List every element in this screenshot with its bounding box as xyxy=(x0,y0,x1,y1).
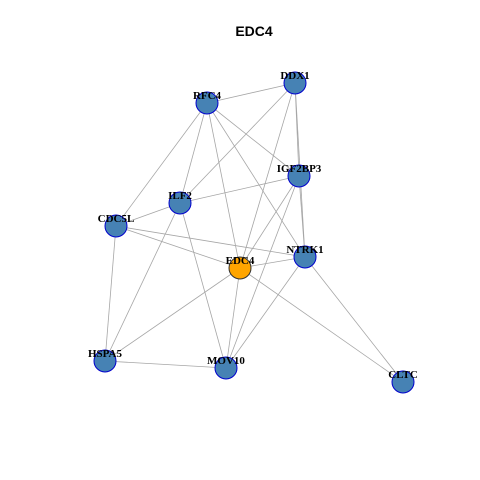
node-label-mov10: MOV10 xyxy=(207,355,245,367)
edge-ddx1-edc4 xyxy=(239,82,296,269)
node-rfc4 xyxy=(195,91,219,115)
edge-rfc4-edc4 xyxy=(206,102,241,269)
node-label-hspa5: HSPA5 xyxy=(88,348,123,360)
edge-ntrk1-cltc xyxy=(304,256,404,383)
node-label-ilf2: ILF2 xyxy=(168,190,192,202)
node-label-cdc5l: CDC5L xyxy=(98,213,135,225)
edge-edc4-mov10 xyxy=(225,267,241,369)
edge-igf2bp3-mov10 xyxy=(225,175,300,369)
edge-cdc5l-hspa5 xyxy=(104,225,117,362)
edge-edc4-hspa5 xyxy=(104,267,241,362)
node-ilf2 xyxy=(168,191,192,215)
node-label-edc4: EDC4 xyxy=(226,255,255,267)
node-label-cltc: CLTC xyxy=(388,369,418,381)
edge-hspa5-mov10 xyxy=(104,360,227,369)
node-ddx1 xyxy=(283,71,307,95)
edge-ilf2-mov10 xyxy=(179,202,227,369)
node-igf2bp3 xyxy=(287,164,311,188)
node-mov10 xyxy=(214,356,238,380)
edge-rfc4-ddx1 xyxy=(206,82,296,104)
edge-ilf2-hspa5 xyxy=(104,202,181,362)
edge-layer xyxy=(104,82,404,383)
node-label-igf2bp3: IGF2BP3 xyxy=(277,163,322,175)
node-label-ddx1: DDX1 xyxy=(280,70,309,82)
node-layer xyxy=(93,71,415,394)
edge-rfc4-ilf2 xyxy=(179,102,208,204)
edge-ddx1-ilf2 xyxy=(179,82,296,204)
node-edc4 xyxy=(228,256,252,280)
edge-rfc4-ntrk1 xyxy=(206,102,306,258)
node-label-ntrk1: NTRK1 xyxy=(286,244,323,256)
edge-cdc5l-edc4 xyxy=(115,225,241,269)
node-cdc5l xyxy=(104,214,128,238)
edge-cdc5l-ntrk1 xyxy=(115,225,306,258)
node-ntrk1 xyxy=(293,245,317,269)
edge-edc4-cltc xyxy=(239,267,404,383)
edge-igf2bp3-ilf2 xyxy=(179,175,300,204)
node-label-rfc4: RFC4 xyxy=(193,90,222,102)
edge-ntrk1-mov10 xyxy=(225,256,306,369)
edge-igf2bp3-ntrk1 xyxy=(298,175,306,258)
edge-igf2bp3-edc4 xyxy=(239,175,300,269)
edge-rfc4-igf2bp3 xyxy=(206,102,300,177)
node-hspa5 xyxy=(93,349,117,373)
node-cltc xyxy=(391,370,415,394)
graph-title: EDC4 xyxy=(235,23,273,39)
edge-rfc4-cdc5l xyxy=(115,102,208,227)
